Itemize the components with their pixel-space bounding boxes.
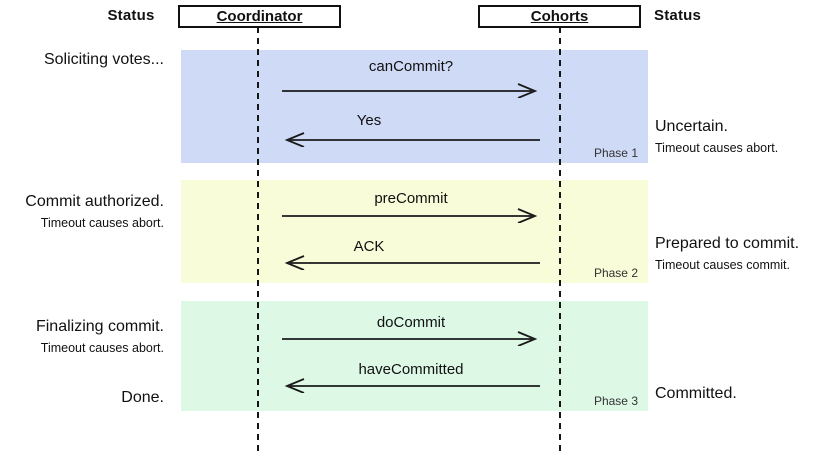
phase3-left-status: Finalizing commit. [35, 318, 164, 335]
coordinator-node: Coordinator [178, 5, 341, 28]
phase1-right-note: Timeout causes abort. [655, 141, 779, 155]
phase3-right-status: Committed. [655, 385, 737, 402]
right-status-column-header: Status [654, 7, 702, 24]
phase2-right-status: Prepared to commit. [655, 235, 800, 252]
arrow-right-icon [282, 331, 538, 346]
coordinator-lifeline [257, 27, 259, 453]
phase3-reply-label: haveCommitted [358, 361, 464, 378]
phase2-request-label: preCommit [374, 190, 448, 207]
arrow-left-icon [284, 378, 540, 393]
arrow-left-icon [284, 132, 540, 147]
phase1-label: Phase 1 [593, 146, 638, 160]
arrow-right-icon [282, 208, 538, 223]
cohorts-lifeline [559, 27, 561, 453]
phase1-request-label: canCommit? [368, 58, 454, 75]
coordinator-label: Coordinator [216, 8, 303, 25]
cohorts-label: Cohorts [530, 8, 589, 25]
phase1-left-status: Soliciting votes... [43, 51, 164, 68]
arrow-right-icon [282, 83, 538, 98]
left-status-column-header: Status [107, 7, 155, 24]
phase3-left-note: Timeout causes abort. [40, 341, 164, 355]
phase2-reply-label: ACK [353, 238, 385, 255]
phase1-reply-label: Yes [356, 112, 382, 129]
cohorts-node: Cohorts [478, 5, 641, 28]
phase2-left-status: Commit authorized. [25, 193, 164, 210]
phase1-right-status: Uncertain. [655, 118, 728, 135]
phase2-label: Phase 2 [593, 266, 638, 280]
phase2-left-note: Timeout causes abort. [40, 216, 164, 230]
done-status: Done. [121, 389, 164, 406]
phase3-request-label: doCommit [376, 314, 446, 331]
phase3-label: Phase 3 [593, 394, 638, 408]
phase2-right-note: Timeout causes commit. [655, 258, 790, 272]
arrow-left-icon [284, 255, 540, 270]
